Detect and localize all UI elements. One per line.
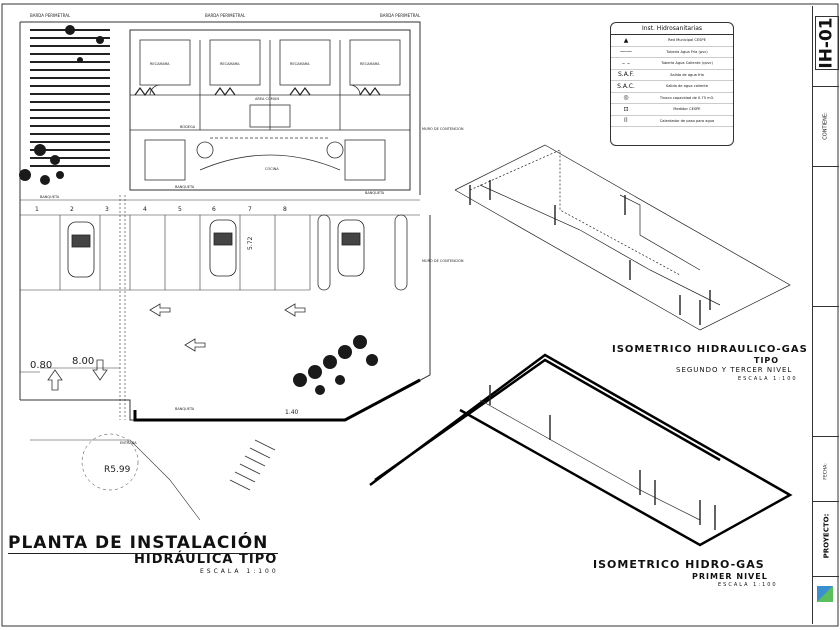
building-footprint [129,29,411,191]
circulation-arrows [47,303,306,391]
stall-number: 5 [178,206,182,213]
tree-row [293,335,378,395]
parked-cars [67,219,365,278]
dim-5-72: 5.72 [247,236,254,250]
main-subtitle: HIDRÁULICA TIPO [134,552,278,567]
label-recamara-4: RECAMARA [360,62,380,66]
legend-symbol: ◎ [623,94,629,102]
dim-1-40: 1.40 [285,409,299,416]
lot-boundary-outer [30,439,201,521]
iso-upper-line3: SEGUNDO Y TERCER NIVEL [676,366,793,374]
main-scale: ESCALA 1:100 [200,568,279,575]
dim-radius: R5.99 [104,465,131,475]
legend-symbol: ▲ [623,36,629,44]
iso-lower-scale: ESCALA 1:100 [718,582,778,588]
iso-upper-scale: ESCALA 1:100 [738,376,798,382]
legend-text: Tinaco capacidad de 0.75 m3. [659,95,715,100]
legend-symbol: S.A.F. [617,71,635,79]
label-muro: MURO DE CONTENCION [422,127,464,131]
apartment-walls [130,39,410,181]
label-recamara-2: RECAMARA [220,62,240,66]
crosswalk [229,439,276,491]
parking-area [20,195,420,420]
label-banqueta-3: BANQUETA [365,191,385,195]
disabled-stalls [317,214,408,291]
label-banqueta-2: BANQUETA [175,185,195,189]
stall-number: 3 [105,206,109,213]
label-barda-1: BARDA PERIMETRAL [30,13,71,18]
label-banqueta-4: BANQUETA [175,407,195,411]
legend-row: – – Tubería Agua Caliente (cpvc) [611,58,733,70]
legend-text: Tubería Agua Fría (pvc) [666,49,708,54]
label-recamara-3: RECAMARA [290,62,310,66]
stall-number: 8 [283,206,287,213]
isometric-upper [454,144,791,331]
label-entrada: ENTRADA [120,441,137,445]
main-title: PLANTA DE INSTALACIÓN [8,533,269,553]
label-area-comun: AREA COMUN [255,97,279,101]
stair-hatch [134,86,381,97]
dim-8-00: 8.00 [72,356,94,367]
label-muro-2: MURO DE CONTENCION [422,259,464,263]
floor-plan [19,21,431,521]
legend-box: Inst. Hidrosanitarias ▲ Red Municipal CES… [610,22,734,146]
legend-row: S.A.F. Salida de agua fría [611,70,733,81]
stall-number: 6 [212,206,216,213]
hydraulic-main [133,378,421,422]
legend-row: —— Tubería Agua Fría (pvc) [611,47,733,58]
iso-lower-title: ISOMETRICO HIDRO-GAS [593,558,765,571]
legend-text: Red Municipal CESPE [668,38,706,43]
parking-numbers: 1 2 3 4 5 6 7 8 [35,206,287,213]
legend-rows: ▲ Red Municipal CESPE —— Tubería Agua Fría … [611,35,733,127]
legend-symbol: S.A.C. [617,82,635,90]
sheet-code: IH-01 [817,17,838,69]
isometric-lower [369,353,793,547]
garden-plants [19,25,104,185]
stall-number: 2 [70,206,74,213]
logo-mark [817,586,833,602]
legend-symbol: ⊡ [623,105,629,113]
label-banqueta-1: BANQUETA [40,195,60,199]
title-block: IH-01 CONTIENE: FECHA: PROYECTO: [812,6,839,624]
date-cell: FECHA: [823,462,829,480]
legend-row: ◎ Tinaco capacidad de 0.75 m3. [611,93,733,104]
legend-text: Salida de agua fría [670,72,704,77]
label-barda-2: BARDA PERIMETRAL [205,13,246,18]
legend-symbol: —— [620,48,632,56]
legend-text: Salida de agua caliente [665,84,709,89]
legend-row: ▲ Red Municipal CESPE [611,35,733,47]
sheet-code-box: IH-01 [815,16,839,70]
iso-upper-title: ISOMETRICO HIDRAULICO-GAS [612,344,808,355]
label-bodega: BODEGA [180,125,196,129]
label-cocina: COCINA [265,167,279,171]
legend-row: S.A.C. Salida de agua caliente [611,81,733,93]
label-barda-3: BARDA PERIMETRAL [380,13,421,18]
stall-number: 7 [248,206,252,213]
legend-text: Calentador de paso para agua [659,118,715,123]
legend-text: Tubería Agua Caliente (cpvc) [661,61,713,66]
legend-text: Medidor CESPE [673,107,701,112]
legend-row: ⌷ Calentador de paso para agua [611,116,733,127]
contains-cell: CONTIENE: [823,112,830,140]
legend-symbol: ⌷ [624,116,628,124]
stall-number: 4 [143,206,147,213]
dim-0-80: 0.80 [30,360,52,371]
stall-number: 1 [35,206,39,213]
title-underline [8,553,278,554]
label-recamara-1: RECAMARA [150,62,170,66]
legend-row: ⊡ Medidor CESPE [611,104,733,116]
sheet-border [1,3,839,627]
legend-title: Inst. Hidrosanitarias [611,23,733,35]
iso-lower-line2: PRIMER NIVEL [692,572,768,581]
project-cell: PROYECTO: [822,513,831,559]
iso-upper-line2: TIPO [754,356,780,365]
legend-symbol: – – [622,59,630,67]
